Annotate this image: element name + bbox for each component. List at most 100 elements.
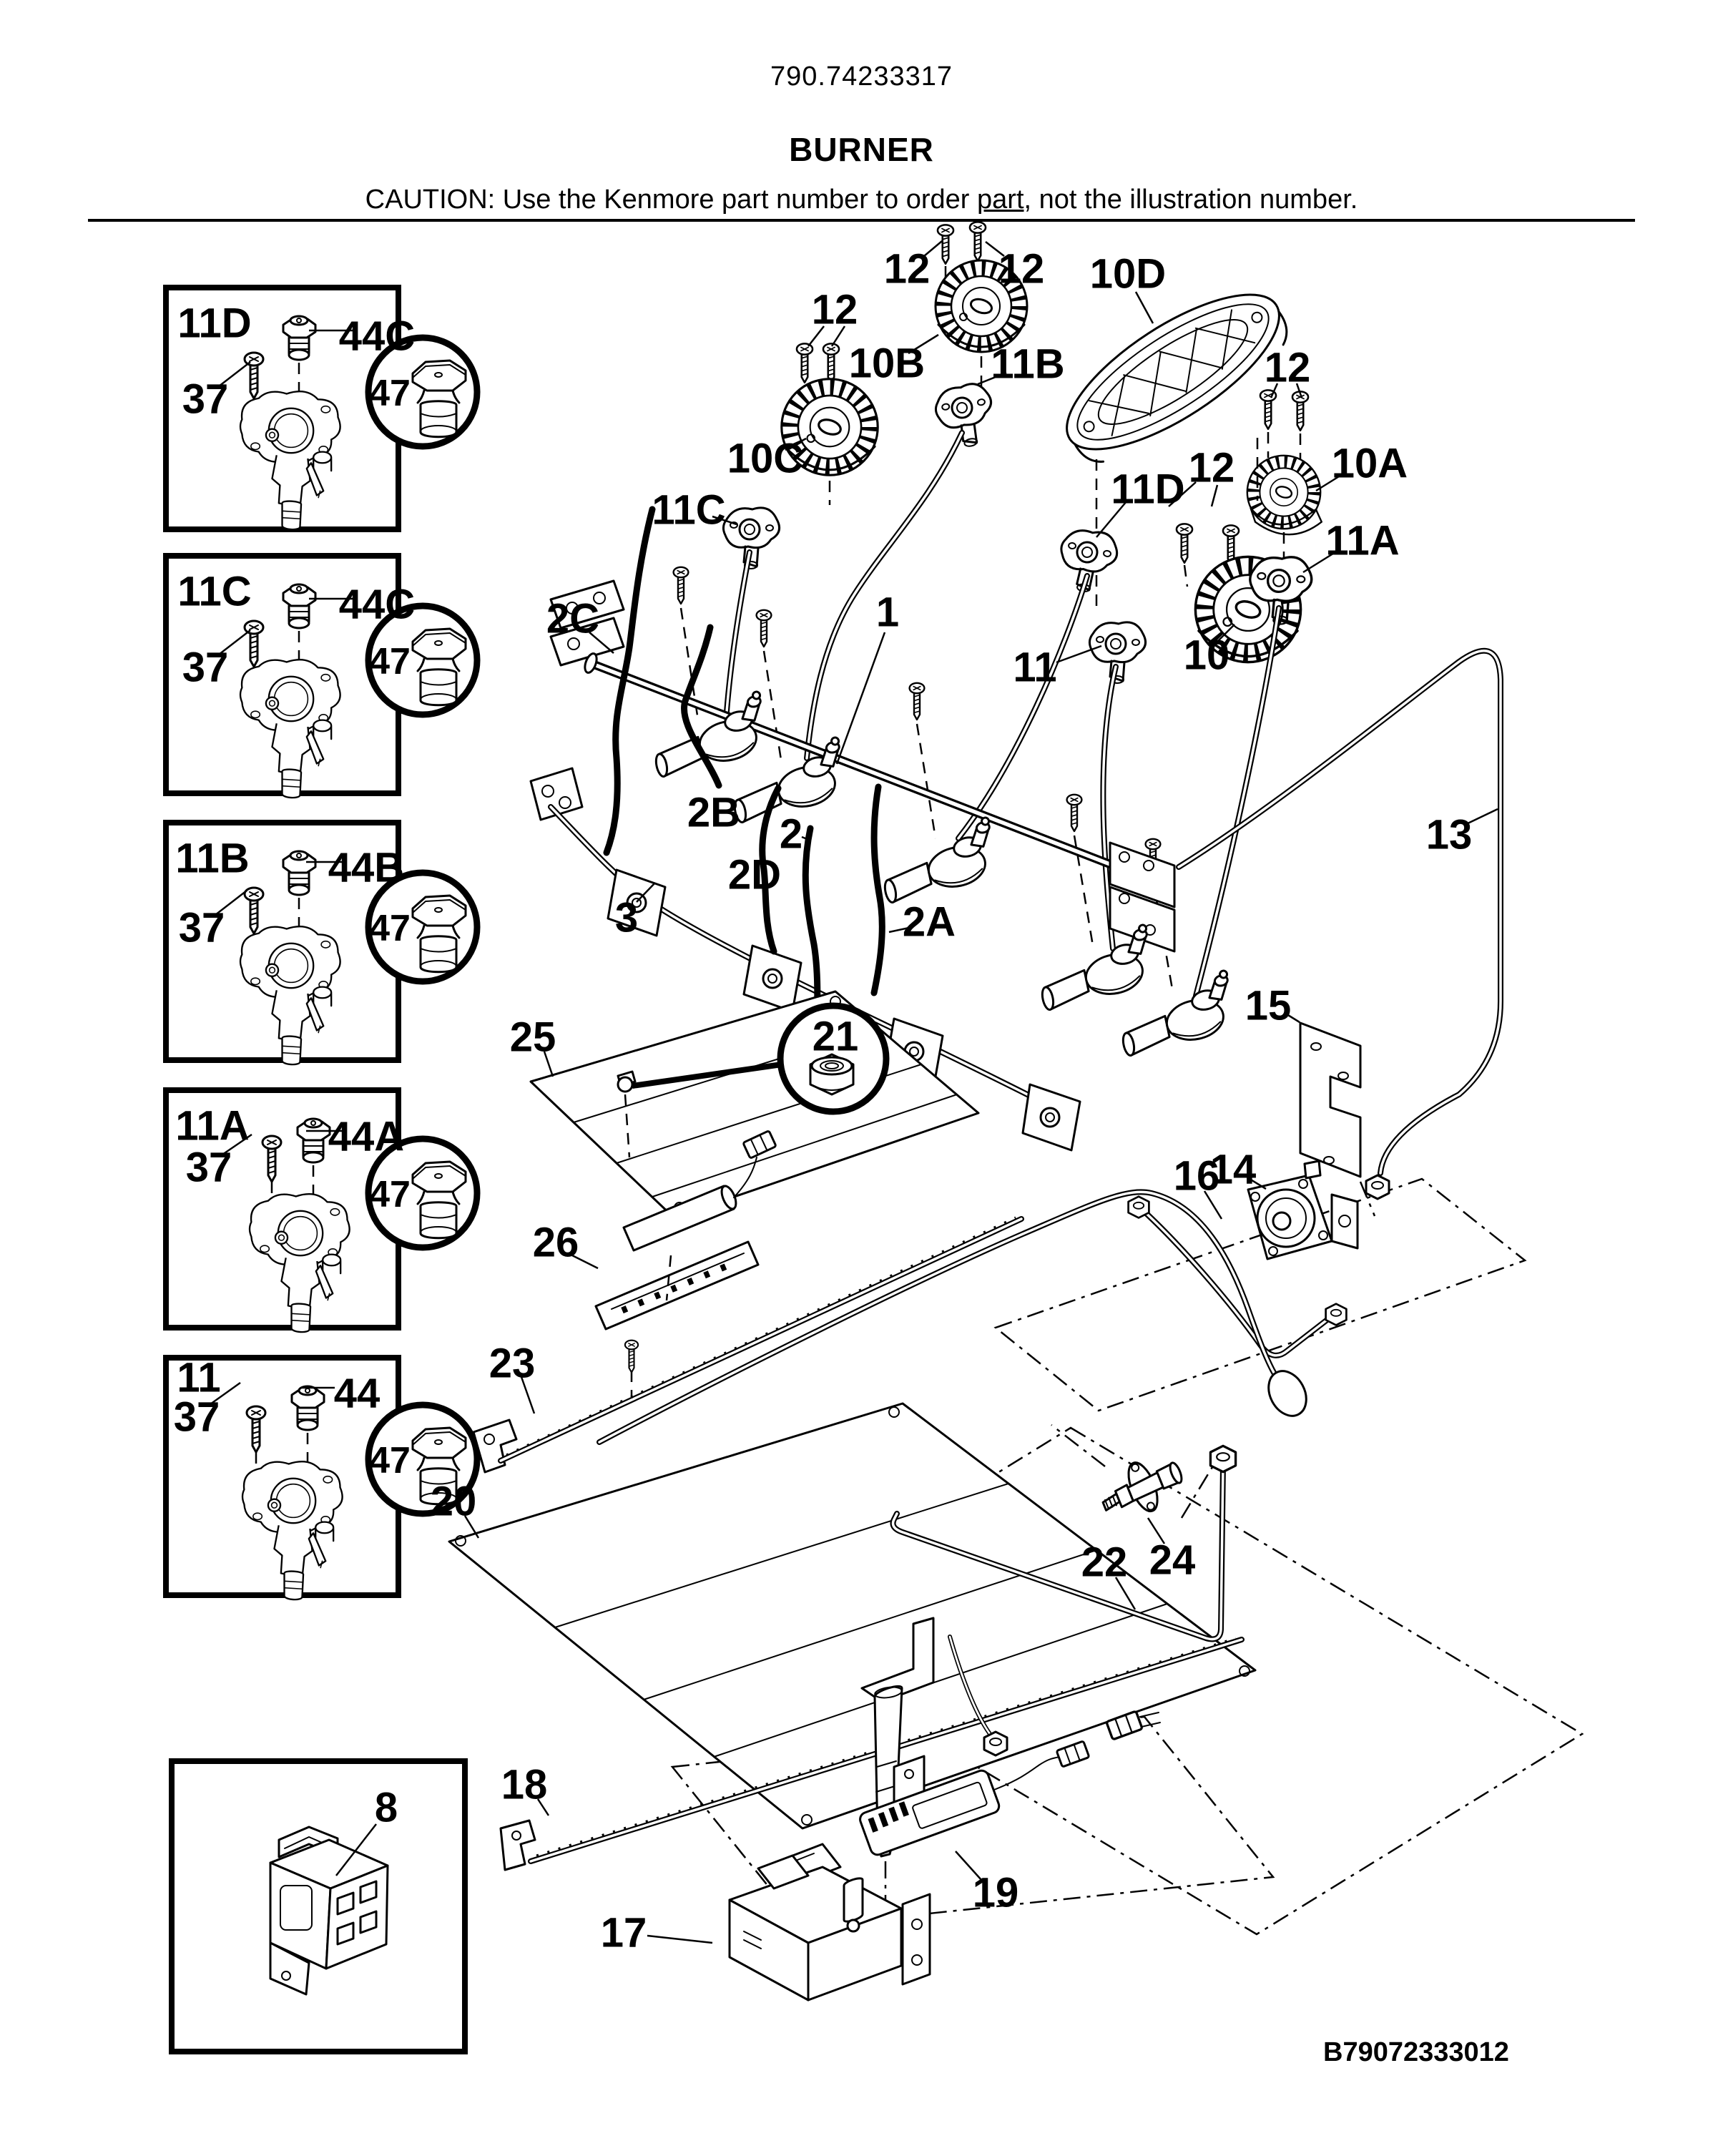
callout-24: 24 — [1149, 1537, 1196, 1584]
callout-47: 47 — [369, 1174, 411, 1215]
mounting-bracket-15 — [1264, 1021, 1376, 1228]
callout-11D: 11D — [1111, 466, 1184, 513]
leader-line-37 — [215, 890, 247, 916]
leader-line-37 — [218, 361, 251, 387]
gas-valve-assembly-17 — [728, 1843, 931, 2001]
detail-box-11a — [163, 1087, 481, 1333]
main-assembly — [448, 221, 1584, 2001]
leader-line-10A — [1315, 473, 1343, 492]
leader-line-3 — [636, 882, 656, 903]
callout-11: 11 — [1013, 645, 1056, 691]
callout-2D: 2D — [728, 852, 781, 898]
leader-line-11A — [1302, 551, 1336, 574]
manifold-pipe-1 — [549, 579, 1176, 953]
oval-burner-10d — [1066, 293, 1288, 463]
leader-line-17 — [647, 1934, 713, 1944]
callout-22: 22 — [1081, 1539, 1128, 1586]
leader-line-11B — [977, 371, 1007, 386]
callout-37: 37 — [186, 1145, 232, 1191]
leader-line-37 — [218, 629, 251, 655]
callout-12: 12 — [998, 246, 1045, 293]
callout-21: 21 — [813, 1014, 859, 1060]
callout-2C: 2C — [546, 596, 599, 642]
leader-line-8 — [335, 1823, 377, 1876]
orifice-holder-11c — [722, 506, 781, 570]
callout-10: 10 — [1184, 632, 1230, 679]
callout-11A: 11A — [175, 1103, 249, 1150]
callout-11: 11 — [177, 1355, 220, 1401]
callout-2A: 2A — [903, 899, 956, 946]
gas-pipe-16 — [1127, 1195, 1348, 1358]
leader-line-14 — [1249, 1177, 1267, 1190]
leader-line-26 — [571, 1254, 599, 1270]
callout-11C: 11C — [177, 569, 251, 615]
leader-line-11C — [712, 515, 737, 526]
callout-10B: 10B — [849, 340, 925, 387]
header-divider — [88, 219, 1635, 222]
callout-37: 37 — [182, 376, 229, 423]
callout-47: 47 — [369, 1440, 411, 1481]
callout-12: 12 — [812, 287, 858, 333]
diagram-code: B79072333012 — [1323, 2037, 1509, 2067]
surface-igniter-24 — [1101, 1461, 1183, 1513]
callout-11C: 11C — [652, 487, 725, 534]
leader-line-2C — [589, 632, 614, 654]
leader-line-12 — [1210, 484, 1219, 507]
callout-11B: 11B — [175, 836, 249, 882]
support-channel-3 — [529, 767, 1081, 1152]
leader-line-1 — [835, 632, 886, 765]
spark-connector-part — [269, 1826, 389, 1996]
callout-12: 12 — [884, 246, 931, 293]
leader-line-11D — [1096, 501, 1127, 538]
callout-17: 17 — [601, 1910, 647, 1956]
leader-line-15 — [1284, 1011, 1300, 1024]
callout-37: 37 — [179, 905, 225, 951]
detail-box-11d — [163, 285, 481, 532]
leader-line-12 — [923, 240, 943, 257]
burner-valve-d — [1031, 923, 1160, 1012]
callout-13: 13 — [1426, 812, 1473, 858]
pressure-regulator-14 — [1247, 1160, 1359, 1260]
nut-detail-21 — [777, 1002, 890, 1115]
callout-18: 18 — [501, 1762, 548, 1808]
callout-19: 19 — [973, 1870, 1019, 1916]
callout-2: 2 — [780, 811, 802, 858]
callout-23: 23 — [489, 1341, 536, 1387]
leader-line-12 — [830, 325, 846, 347]
leader-line-37 — [222, 1133, 252, 1156]
callout-10D: 10D — [1090, 251, 1166, 298]
leader-line-12 — [1295, 383, 1303, 398]
gas-pipe-22 — [890, 1424, 1237, 1642]
orifice-holder-11 — [1088, 621, 1147, 685]
callout-11D: 11D — [177, 300, 251, 347]
leader-line-10B — [908, 333, 939, 355]
page-title: BURNER — [789, 131, 934, 168]
callout-44A: 44A — [328, 1114, 404, 1160]
callout-10C: 10C — [727, 436, 803, 482]
callout-3: 3 — [615, 895, 638, 941]
caution-underlined-word: part — [977, 185, 1024, 215]
callout-12: 12 — [1265, 345, 1311, 391]
callout-11B: 11B — [991, 341, 1064, 388]
detail-boxes — [163, 285, 481, 2054]
leader-line-10D — [1134, 291, 1154, 324]
callout-26: 26 — [533, 1220, 579, 1266]
detail-box-11c — [163, 553, 481, 799]
leader-line-19 — [955, 1851, 982, 1881]
broil-burner-tube-23 — [472, 1189, 1307, 1474]
burner-head-10a — [1246, 454, 1323, 536]
burner-valve-c — [873, 815, 1003, 905]
callout-37: 37 — [182, 645, 229, 691]
igniter-switch-26 — [594, 1130, 777, 1331]
leader-line-24 — [1147, 1517, 1166, 1544]
callout-44C: 44C — [339, 313, 415, 360]
leader-line-25 — [543, 1051, 554, 1077]
callout-8: 8 — [375, 1785, 398, 1831]
detail-box-8 — [169, 1758, 468, 2054]
detail-box-11 — [163, 1355, 481, 1601]
callout-2B: 2B — [687, 790, 740, 836]
callout-10A: 10A — [1332, 441, 1408, 487]
callout-12: 12 — [1189, 445, 1235, 491]
